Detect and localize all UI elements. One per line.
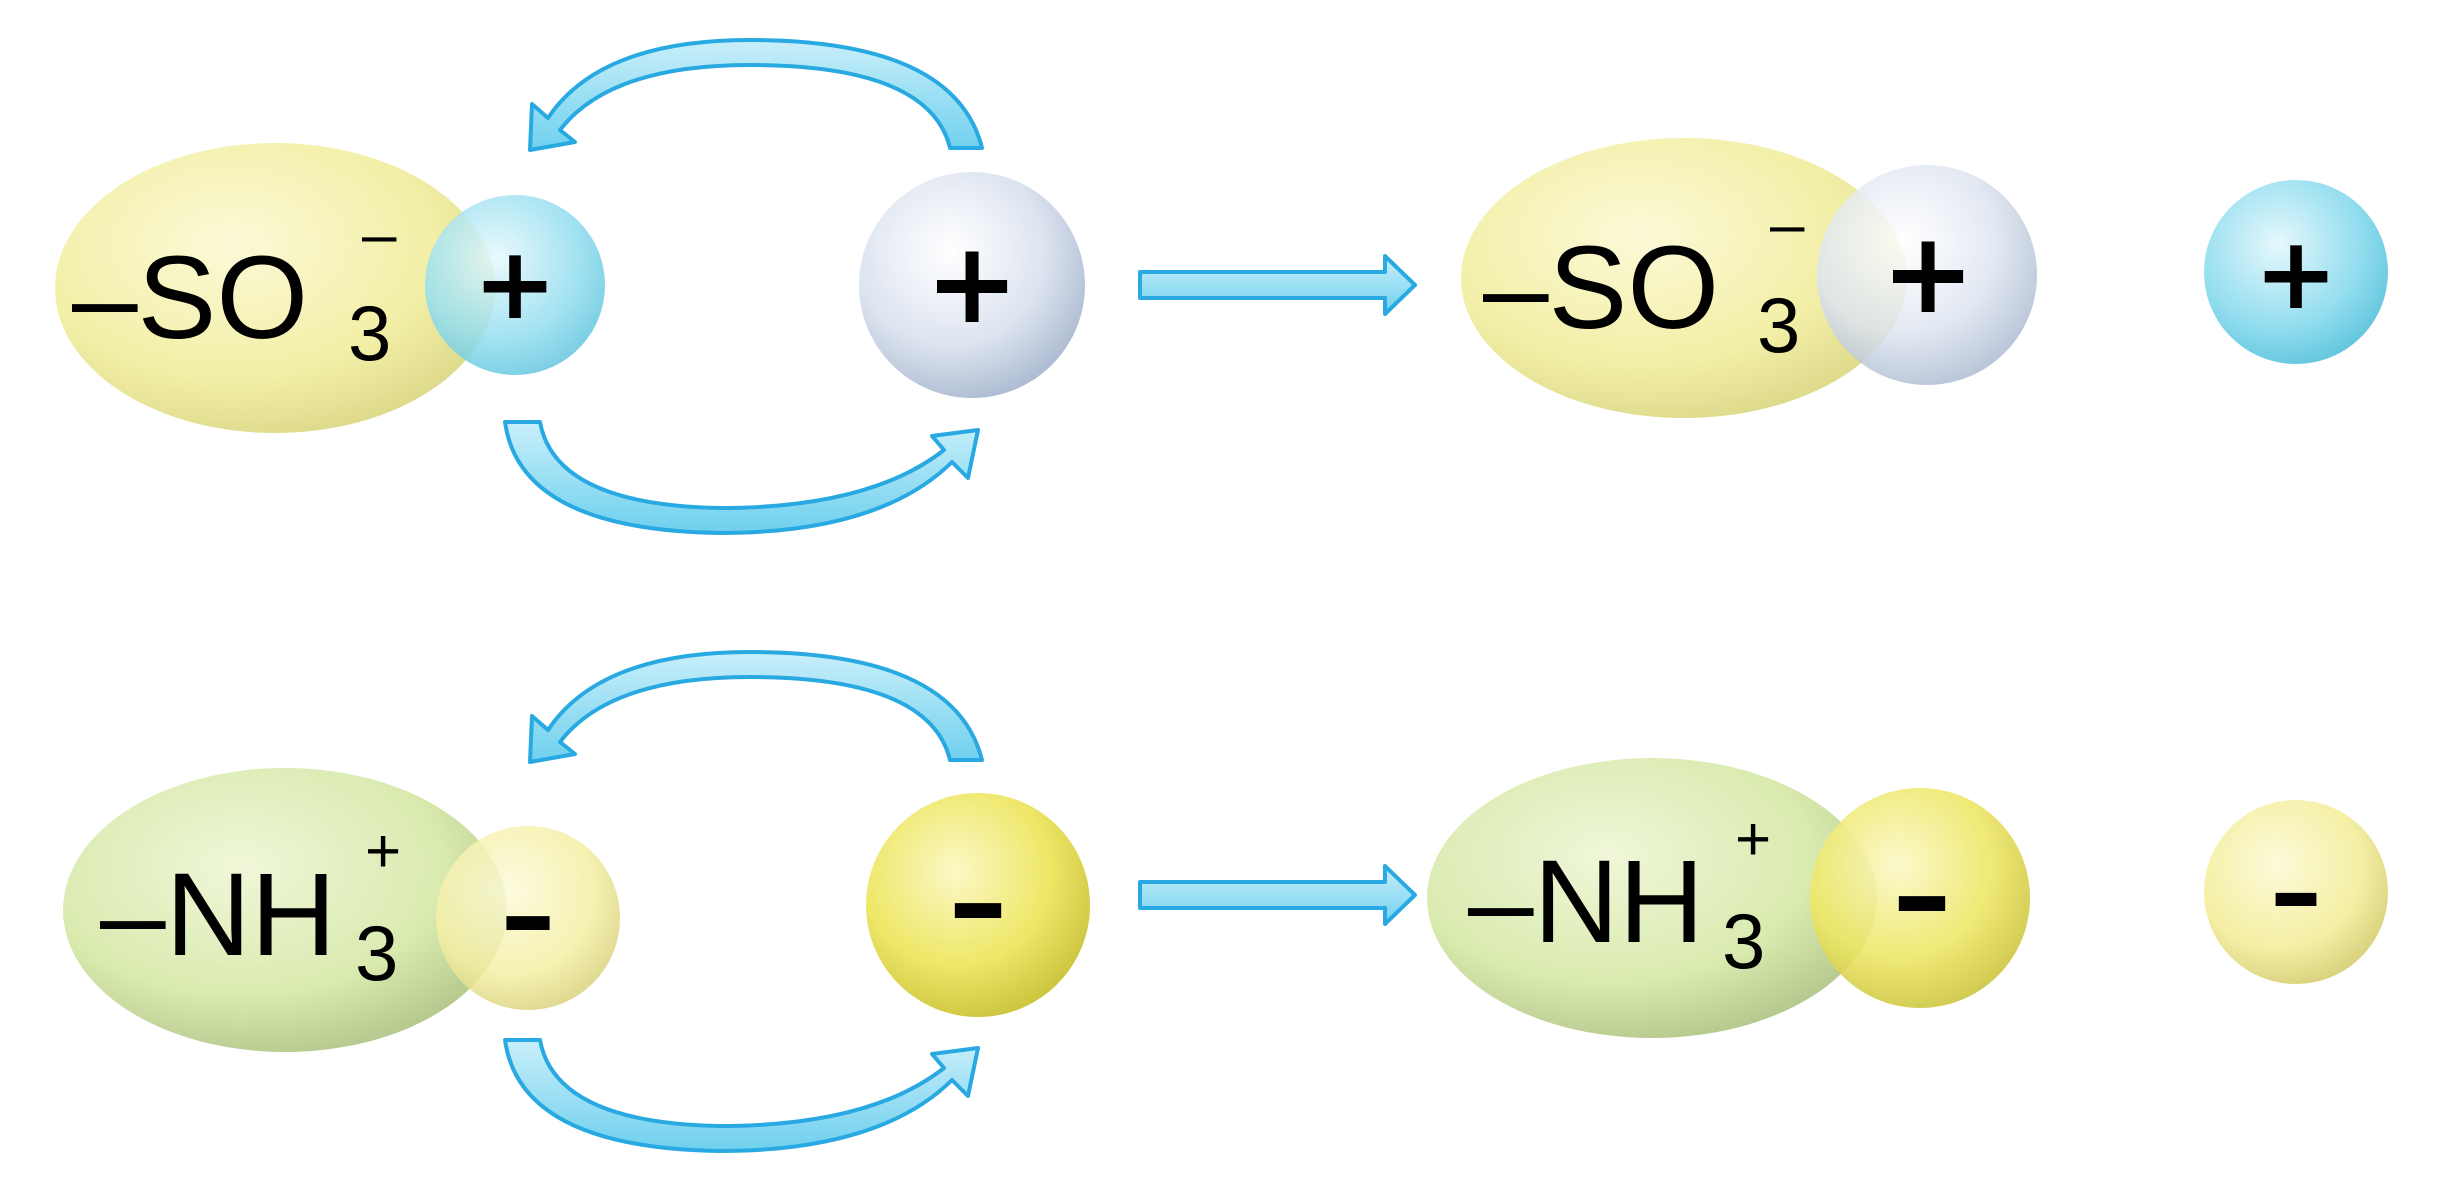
- sulfonate-group-shape-after: [1461, 138, 1907, 418]
- released-anion: [2204, 800, 2388, 984]
- released-cation-sign: +: [2254, 215, 2338, 332]
- incoming-anion-sign: –: [949, 833, 1008, 971]
- ammonium-group-shape-after: [1427, 758, 1877, 1038]
- bound-cation-before: [425, 195, 605, 375]
- ammonium-group-label-right: –NH: [1468, 836, 1704, 968]
- bound-cation-after: [1817, 165, 2037, 385]
- row-sulfonate: –SO – 3 + + –SO – 3 + +: [55, 38, 2388, 535]
- bound-anion-before-sign: –: [501, 851, 556, 979]
- ammonium-subscript-left: 3: [355, 909, 398, 997]
- sulfonate-group-label-right: –SO: [1483, 222, 1719, 354]
- sulfonate-charge-left: –: [362, 200, 397, 269]
- incoming-anion: [866, 793, 1090, 1017]
- released-anion-sign: –: [2270, 831, 2322, 953]
- bound-cation-after-sign: +: [1881, 209, 1975, 339]
- ammonium-group-shape: [63, 768, 507, 1052]
- sulfonate-charge-right: –: [1770, 190, 1805, 259]
- sulfonate-group-label-left: –SO: [72, 232, 308, 364]
- ammonium-charge-left: +: [365, 817, 401, 886]
- reaction-arrow-row1: [1138, 254, 1417, 316]
- sulfonate-group-shape: [55, 143, 495, 433]
- ammonium-subscript-right: 3: [1722, 897, 1765, 985]
- reaction-arrow-row2: [1138, 864, 1417, 926]
- curved-arrow-top-row1: [528, 38, 984, 152]
- row-ammonium: –NH + 3 – – –NH + 3 – –: [63, 650, 2388, 1153]
- bound-cation-before-sign: +: [473, 225, 557, 342]
- sulfonate-subscript-right: 3: [1757, 281, 1800, 369]
- curved-arrow-bottom-row2: [503, 1038, 980, 1153]
- bound-anion-after: [1810, 788, 2030, 1008]
- ammonium-charge-right: +: [1735, 805, 1771, 874]
- released-cation: [2204, 180, 2388, 364]
- curved-arrow-bottom-row1: [503, 420, 980, 535]
- ammonium-group-label-left: –NH: [100, 849, 336, 981]
- bound-anion-after-sign: –: [1893, 826, 1952, 964]
- incoming-cation: [859, 172, 1085, 398]
- incoming-cation-sign: +: [925, 219, 1019, 349]
- sulfonate-subscript-left: 3: [348, 289, 391, 377]
- bound-anion-before: [436, 826, 620, 1010]
- curved-arrow-top-row2: [528, 650, 984, 764]
